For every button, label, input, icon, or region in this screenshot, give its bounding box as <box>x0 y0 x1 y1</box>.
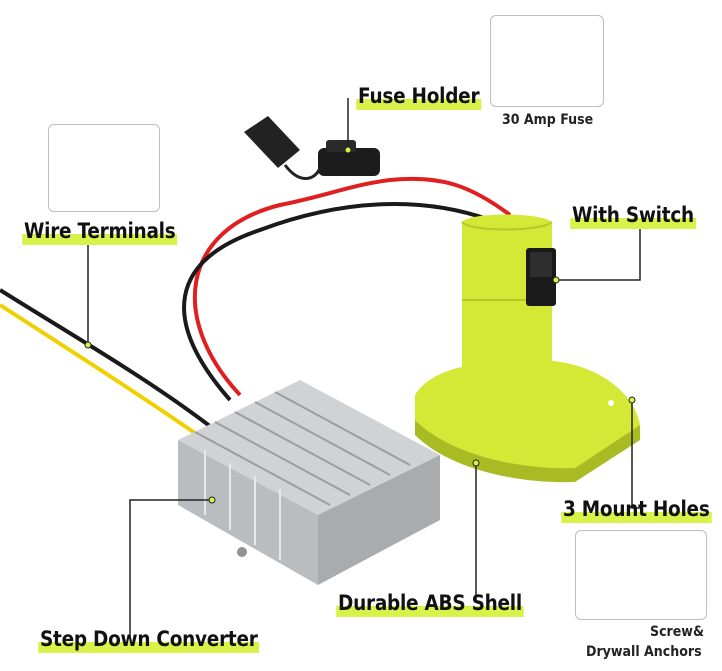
adapter <box>415 214 640 483</box>
caption-screw-line1: Screw& <box>650 624 704 640</box>
screw-inset-box <box>575 530 707 620</box>
label-step-down-converter: Step Down Converter <box>38 627 260 653</box>
wire-terminal-inset-box <box>48 124 160 212</box>
label-with-switch: With Switch <box>570 203 696 229</box>
label-wire-terminals: Wire Terminals <box>22 219 178 245</box>
label-mount-holes: 3 Mount Holes <box>561 497 712 523</box>
label-fuse-holder: Fuse Holder <box>356 84 482 110</box>
converter <box>178 380 440 585</box>
fuse-inset-box <box>490 15 604 107</box>
caption-screw-line2: Drywall Anchors <box>586 644 702 660</box>
label-abs-shell: Durable ABS Shell <box>336 591 524 617</box>
caption-fuse: 30 Amp Fuse <box>502 112 594 128</box>
